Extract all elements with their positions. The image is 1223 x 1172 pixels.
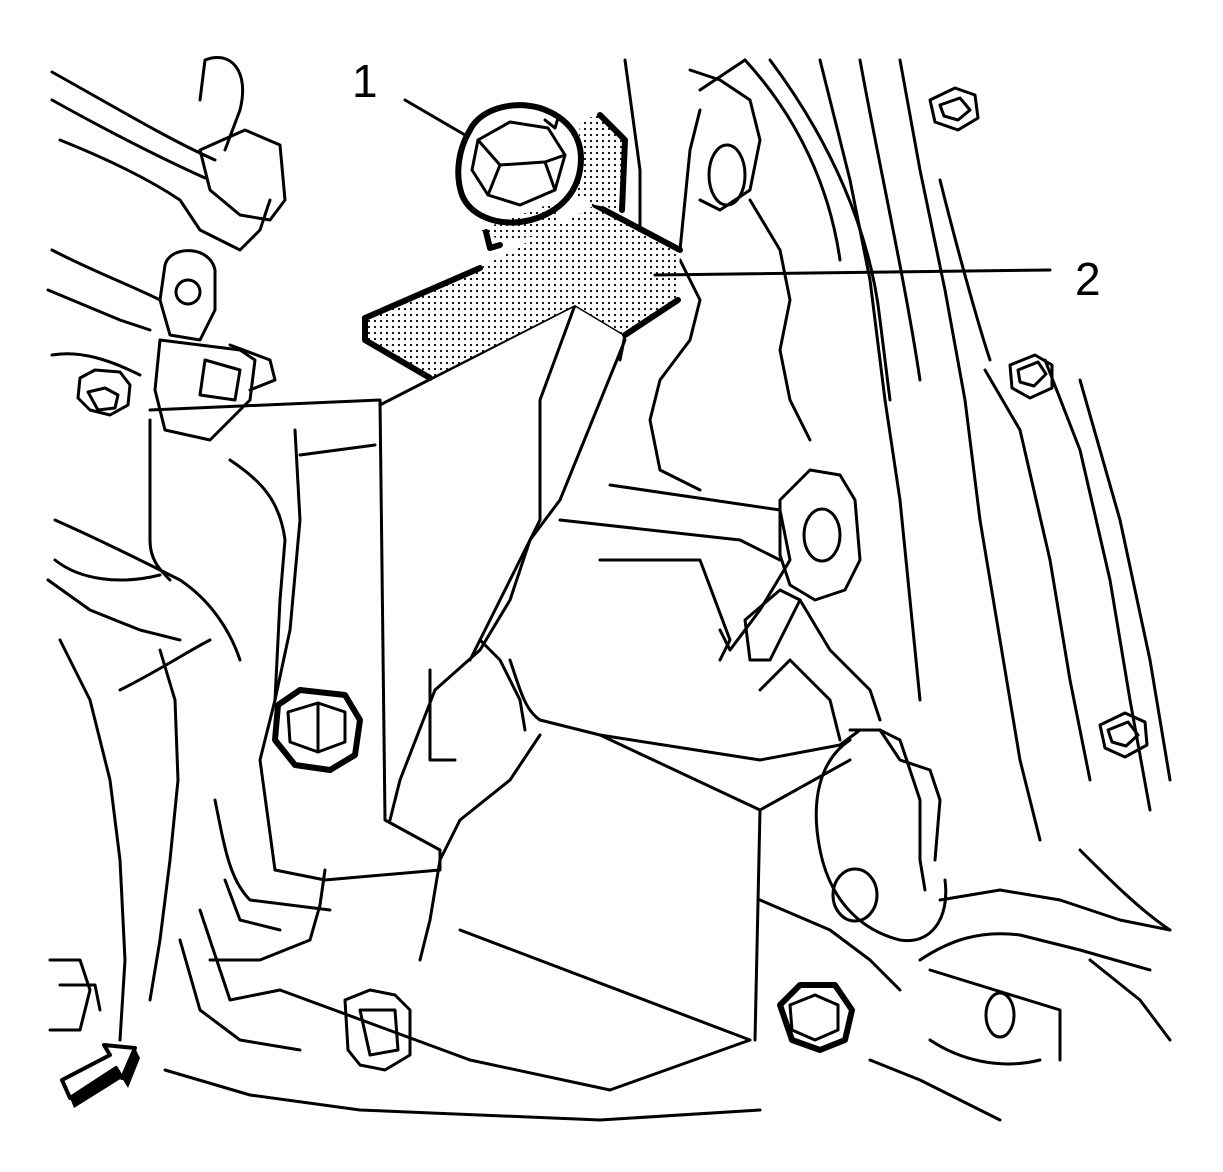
callout-label-2: 2 [1075,253,1101,305]
bolt-lower-right [1098,711,1149,759]
bolt-mid-right [1008,353,1054,400]
bolt-top-right [928,86,980,132]
callout-label-1: 1 [352,55,378,107]
leader-line-2 [653,268,1052,277]
lower-mount-bolt [777,982,855,1053]
arrow-icon [60,1043,140,1108]
oil-pan [163,718,862,1122]
bracket-body [148,303,627,962]
engine-block-right [558,58,1172,1122]
leader-line-1 [403,98,467,137]
left-housing [46,56,287,1042]
bracket-bolt [272,687,363,773]
item-2-bracket-pad [362,112,683,381]
item-1-bolt [455,102,584,251]
